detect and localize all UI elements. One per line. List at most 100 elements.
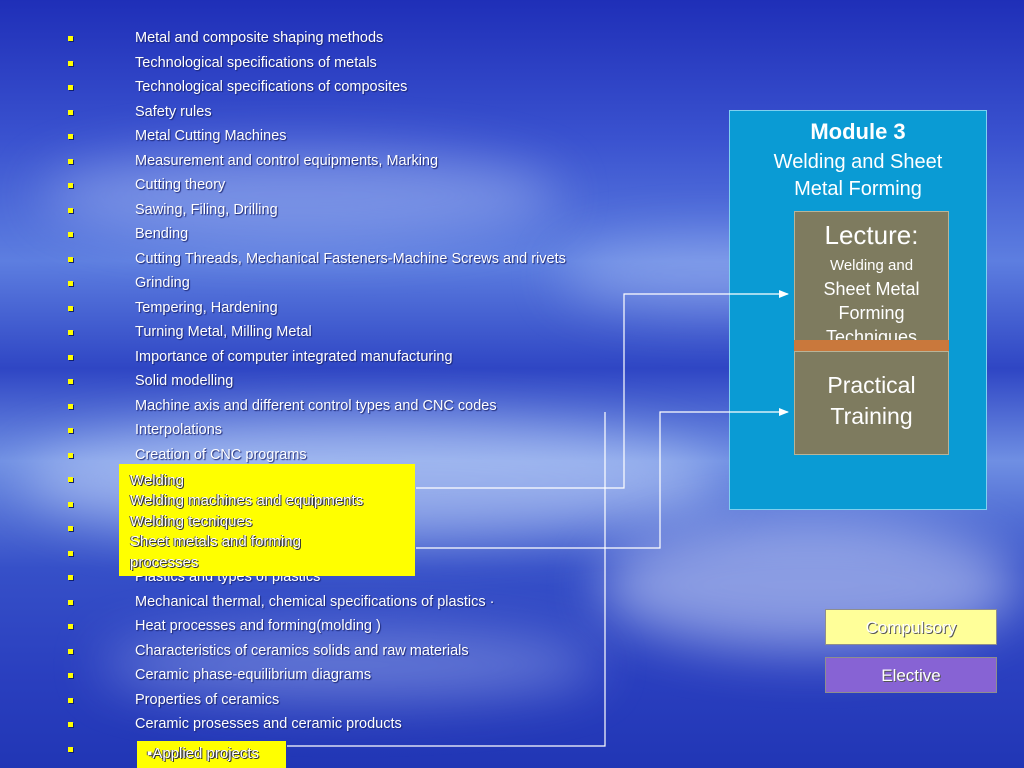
- square-bullet-icon: [68, 403, 73, 409]
- list-item: Machine axis and different control types…: [0, 396, 660, 421]
- list-item: Metal and composite shaping methods: [0, 28, 660, 53]
- arrow-right-icon: [416, 408, 789, 549]
- list-item: Ceramic prosesses and ceramic products: [0, 714, 660, 739]
- square-bullet-icon: [68, 501, 73, 507]
- list-item: Safety rules: [0, 102, 660, 127]
- topic-label: Sawing, Filing, Drilling: [135, 201, 278, 218]
- list-item: Sawing, Filing, Drilling: [0, 200, 660, 225]
- list-item: Mechanical thermal, chemical specificati…: [0, 592, 660, 617]
- topic-label: Grinding: [135, 275, 190, 291]
- square-bullet-icon: [68, 722, 73, 727]
- topic-label: Metal Cutting Machines: [135, 128, 287, 144]
- list-item: [0, 543, 660, 568]
- topic-label: Turning Metal, Milling Metal: [135, 324, 312, 340]
- list-item: Heat processes and forming(molding ): [0, 616, 660, 641]
- list-item: [0, 469, 660, 494]
- square-bullet-icon: [68, 60, 73, 66]
- square-bullet-icon: [68, 697, 73, 703]
- topic-label: Technological specifications of metals: [135, 54, 377, 71]
- applied-projects-label: ▪Applied projects: [147, 745, 260, 762]
- legend-compulsory-label: Compulsory: [865, 618, 957, 637]
- legend-compulsory: Compulsory: [825, 609, 997, 645]
- square-bullet-icon: [68, 109, 73, 115]
- list-item: [0, 739, 660, 764]
- square-bullet-icon: [68, 599, 73, 605]
- square-bullet-icon: [68, 550, 73, 556]
- square-bullet-icon: [68, 232, 73, 237]
- square-bullet-icon: [68, 477, 73, 482]
- topic-list: Metal and composite shaping methods Tech…: [0, 28, 660, 763]
- list-item: Creation of CNC programs: [0, 445, 660, 470]
- square-bullet-icon: [68, 673, 73, 678]
- topic-label: Ceramic phase-equilibrium diagrams: [135, 667, 372, 683]
- practical-training-box: Practical Training: [794, 351, 949, 455]
- list-item: [0, 518, 660, 543]
- lecture-line: Sheet Metal: [823, 279, 920, 299]
- lecture-line: Welding and: [829, 257, 914, 274]
- practical-line: Training: [830, 403, 913, 429]
- arrow-right-icon: [416, 290, 789, 489]
- list-item: Tempering, Hardening: [0, 298, 660, 323]
- list-item: [0, 494, 660, 519]
- topic-label: Ceramic prosesses and ceramic products: [135, 716, 402, 732]
- topic-label: Creation of CNC programs: [135, 446, 307, 463]
- topic-label: Safety rules: [135, 103, 212, 120]
- topic-label: Cutting theory: [135, 177, 226, 193]
- list-item: Cutting Threads, Mechanical Fasteners-Ma…: [0, 249, 660, 274]
- practical-label: Practical Training: [795, 370, 948, 432]
- topic-label: Cutting Threads, Mechanical Fasteners-Ma…: [135, 250, 566, 267]
- legend-elective: Elective: [825, 657, 997, 693]
- square-bullet-icon: [68, 158, 73, 164]
- list-item: Ceramic phase-equilibrium diagrams: [0, 665, 660, 690]
- module-subtitle-line: Welding and Sheet: [773, 151, 943, 173]
- lecture-box: Lecture: Welding and Sheet Metal Forming…: [794, 211, 949, 351]
- list-item: Turning Metal, Milling Metal: [0, 322, 660, 347]
- lecture-line: Forming: [838, 303, 905, 323]
- topic-label: Machine axis and different control types…: [135, 397, 497, 414]
- square-bullet-icon: [68, 379, 73, 384]
- list-item: Technological specifications of composit…: [0, 77, 660, 102]
- module-subtitle-line: Metal Forming: [794, 178, 922, 200]
- square-bullet-icon: [68, 281, 73, 286]
- list-item: Metal Cutting Machines: [0, 126, 660, 151]
- arrow-right-icon: [287, 412, 606, 747]
- square-bullet-icon: [68, 256, 73, 262]
- list-item: Importance of computer integrated manufa…: [0, 347, 660, 372]
- topic-label: Solid modelling: [135, 373, 234, 389]
- welding-topics-box: Welding Welding machines and equipments …: [119, 464, 415, 576]
- welding-topic: processes: [130, 554, 199, 571]
- square-bullet-icon: [68, 85, 73, 90]
- list-item: Technological specifications of metals: [0, 53, 660, 78]
- topic-label: Bending: [135, 226, 189, 242]
- list-item: Characteristics of ceramics solids and r…: [0, 641, 660, 666]
- square-bullet-icon: [68, 452, 73, 458]
- square-bullet-icon: [68, 575, 73, 580]
- square-bullet-icon: [68, 624, 73, 629]
- topic-label: Technological specifications of composit…: [135, 79, 408, 95]
- legend-elective-label: Elective: [881, 666, 941, 685]
- square-bullet-icon: [68, 36, 73, 41]
- list-item: Properties of ceramics: [0, 690, 660, 715]
- welding-topic: Sheet metals and forming: [130, 533, 301, 550]
- lecture-heading: Lecture:: [824, 220, 919, 250]
- topic-label: Characteristics of ceramics solids and r…: [135, 642, 469, 659]
- welding-topic: Welding: [130, 472, 184, 489]
- lecture-body: Sheet Metal Forming Techniques: [795, 277, 948, 349]
- square-bullet-icon: [68, 648, 73, 654]
- module-title: Module 3: [810, 119, 906, 144]
- list-item: Grinding: [0, 273, 660, 298]
- list-item: Measurement and control equipments, Mark…: [0, 151, 660, 176]
- welding-topic: Welding machines and equipments: [130, 492, 364, 509]
- square-bullet-icon: [68, 183, 73, 188]
- topic-label: Properties of ceramics: [135, 691, 280, 708]
- topic-label: Interpolations: [135, 422, 223, 438]
- square-bullet-icon: [68, 746, 73, 752]
- practical-line: Practical: [827, 372, 916, 398]
- topic-label: Tempering, Hardening: [135, 299, 278, 316]
- topic-label: Mechanical thermal, chemical specificati…: [135, 593, 495, 610]
- square-bullet-icon: [68, 526, 73, 531]
- list-item: Bending: [0, 224, 660, 249]
- square-bullet-icon: [68, 134, 73, 139]
- module-subtitle: Welding and Sheet Metal Forming: [730, 149, 986, 203]
